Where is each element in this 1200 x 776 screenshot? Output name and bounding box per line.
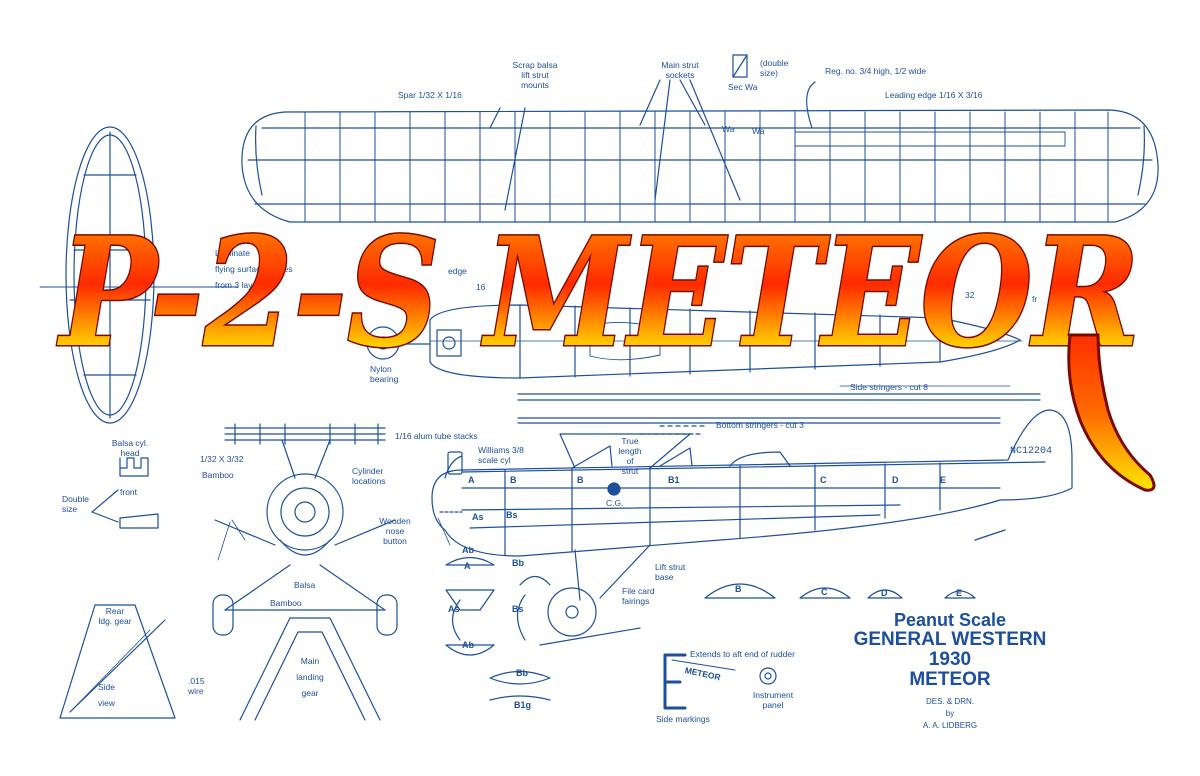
fuselage-side-view	[431, 409, 1073, 646]
main-strut-label: Main strut sockets	[661, 60, 699, 80]
section-letter-d: D	[892, 475, 899, 485]
former-bb-bottom: Bb	[516, 668, 528, 678]
cg-label: C.G.	[606, 498, 624, 508]
former-ab-top: Ab	[462, 545, 474, 555]
sec-wa-label: Sec Wa	[728, 82, 758, 92]
credit-author: A. A. LIDBERG	[922, 721, 978, 730]
front-view	[212, 423, 398, 636]
wa-label-1: Wa	[722, 124, 735, 134]
sixteen-label: 16	[476, 282, 486, 292]
former-a: A	[464, 561, 471, 571]
former-ab-bottom: Ab	[462, 640, 474, 650]
former-sections	[445, 556, 976, 701]
section-letter-b1: B1	[668, 475, 680, 485]
former-as: As	[448, 604, 460, 614]
scrap-balsa-label: Scrap balsa lift strut mounts	[512, 60, 558, 90]
instrument-panel-label: Instrument panel	[752, 690, 794, 710]
double-size-label: Double size	[62, 494, 89, 514]
side-stringers-label: Side stringers - cut 8	[850, 382, 928, 392]
title-year: 1930	[928, 649, 972, 670]
reg-no-label: Reg. no. 3/4 high, 1/2 wide	[825, 66, 927, 76]
side-view-label: Side view	[98, 682, 116, 708]
main-gear-view	[239, 617, 381, 721]
former-bb: Bb	[512, 558, 524, 568]
deck-former-c: C	[821, 587, 828, 597]
title-general-western: GENERAL WESTERN	[853, 629, 1047, 650]
williams-label: Williams 3/8 scale cyl	[478, 445, 524, 465]
bamboo-size-label: 1/32 X 3/32	[200, 454, 244, 464]
sh-label: Sh	[1012, 280, 1023, 290]
balsa-cyl-label: Balsa cyl. head	[111, 438, 149, 458]
wire-label: .015 wire	[188, 676, 205, 696]
rib-label: rib	[1010, 300, 1020, 310]
wa-label-2: Wa	[752, 126, 765, 136]
former-bs: Bs	[512, 604, 524, 614]
section-letter-as: As	[472, 512, 484, 522]
balsa-label: Balsa	[294, 580, 316, 590]
extends-label: Extends to aft end of rudder	[690, 649, 795, 659]
front-label: front	[120, 487, 138, 497]
bamboo2-label: Bamboo	[270, 598, 302, 608]
deck-former-d: D	[881, 588, 888, 598]
laminate-label: Laminate flying surface curves from 3 la…	[215, 248, 293, 290]
rear-gear-label: Rear ldg. gear	[98, 606, 132, 626]
cylinder-locations-label: Cylinder locations	[352, 466, 386, 486]
credit-by: by	[945, 709, 955, 718]
credit-des-drn: DES. & DRN.	[925, 697, 974, 706]
fr-label: fr	[1032, 294, 1038, 304]
leading-edge-label: Leading edge 1/16 X 3/16	[885, 90, 983, 100]
side-markings-label: Side markings	[656, 714, 710, 724]
former-b1g: B1g	[514, 700, 532, 710]
tip-oval	[39, 126, 239, 424]
lift-strut-base-label: Lift strut base	[655, 562, 686, 582]
top-wing	[241, 54, 1159, 223]
bottom-stringers-label: Bottom stringers - cut 3	[716, 420, 804, 430]
section-letter-a: A	[468, 475, 475, 485]
registration-number: NC12204	[1010, 446, 1053, 457]
nylon-bearing-label: Nylon bearing	[370, 364, 399, 384]
w32-label: 32	[965, 290, 975, 300]
section-letter-b: B	[510, 475, 517, 485]
cylinder-head-detail	[91, 457, 159, 529]
main-gear-label: Main landing gear	[296, 656, 324, 698]
fuselage-top-view	[366, 304, 1041, 424]
section-letter-b-2: B	[577, 475, 584, 485]
true-length-label: True length of strut	[618, 436, 642, 476]
section-letter-e: E	[940, 475, 947, 485]
section-letter-c: C	[820, 475, 827, 485]
section-letter-bs: Bs	[506, 510, 518, 520]
bamboo-label: Bamboo	[202, 470, 234, 480]
file-card-label: File card fairings	[622, 586, 655, 606]
spar-label: Spar 1/32 X 1/16	[398, 90, 462, 100]
title-meteor: METEOR	[909, 669, 991, 690]
rear-gear-view	[59, 604, 176, 719]
side-marking-symbol	[663, 653, 777, 710]
deck-former-b: B	[735, 584, 742, 594]
double-size-top-label: (double size)	[760, 58, 789, 78]
wooden-nose-label: Wooden nose button	[379, 516, 411, 546]
edge-label: edge	[448, 266, 467, 276]
alum-tube-label: 1/16 alum tube stacks	[395, 431, 478, 441]
title-peanut-scale: Peanut Scale	[893, 610, 1007, 630]
deck-former-e: E	[956, 588, 963, 598]
